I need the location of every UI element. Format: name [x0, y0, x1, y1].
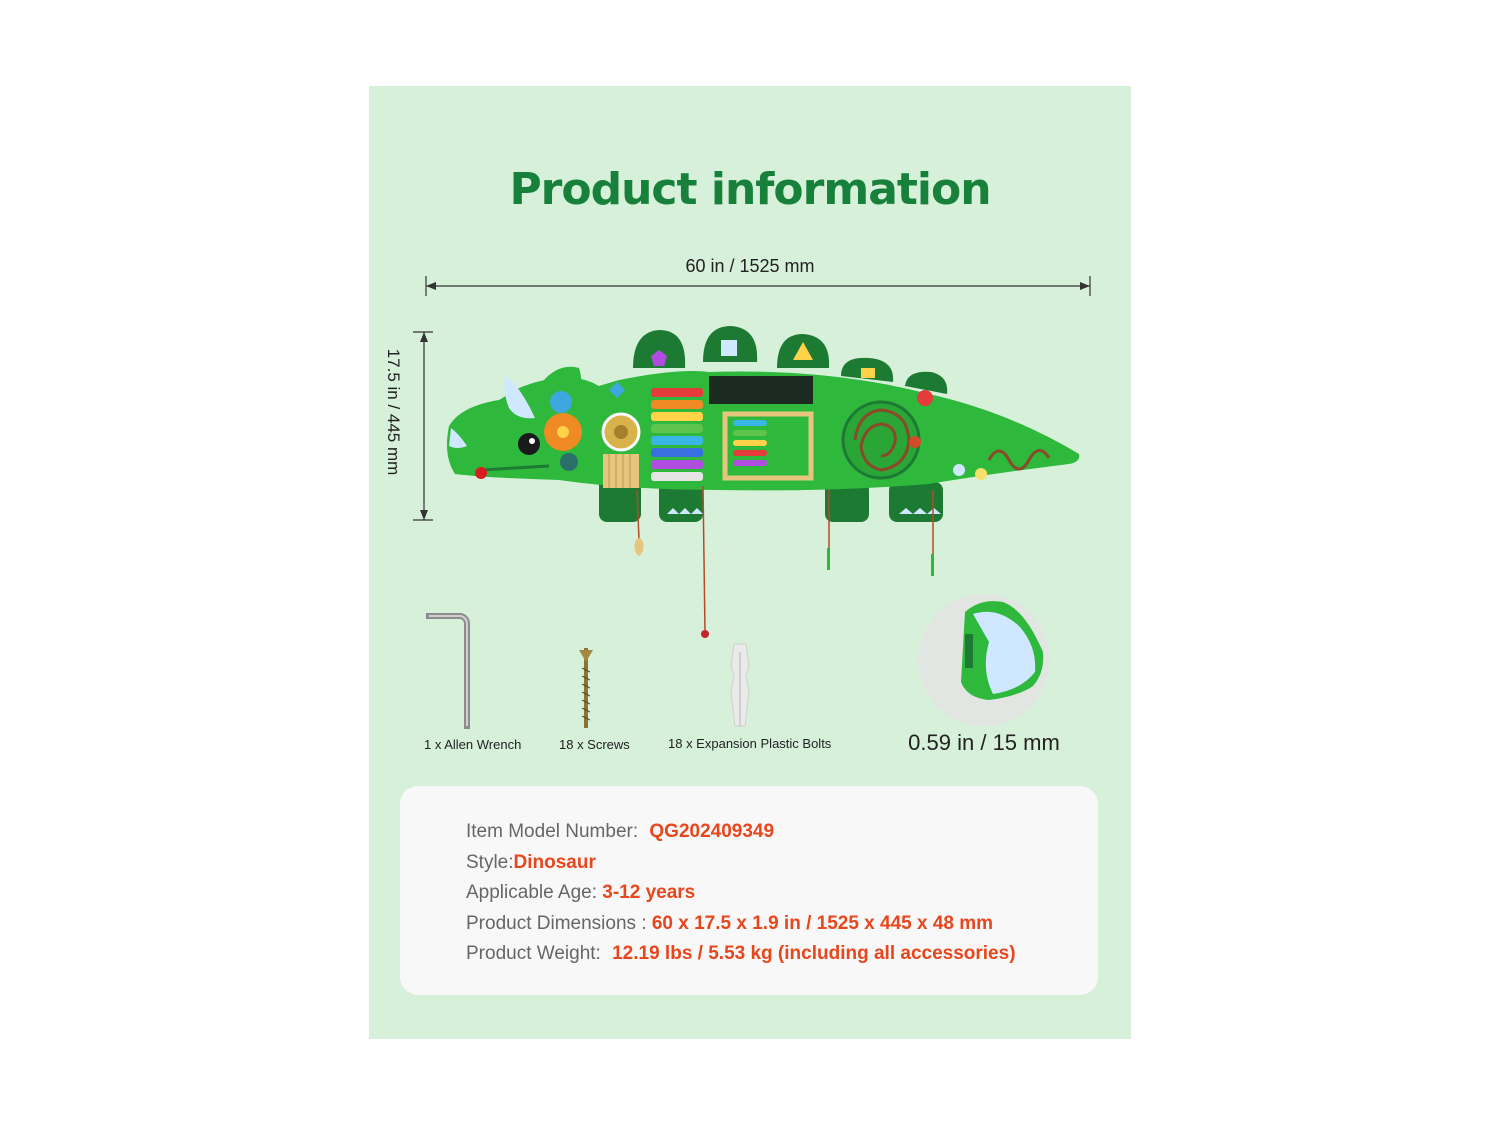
height-label: 17.5 in / 445 mm [384, 348, 403, 476]
spec-row-age: Applicable Age: 3-12 years [466, 882, 695, 904]
spec-row-model: Item Model Number: QG202409349 [466, 821, 774, 843]
spec-weight-value: 12.19 lbs / 5.53 kg (including all acces… [612, 943, 1016, 964]
spec-dimensions-label: Product Dimensions : [466, 913, 647, 934]
allen-wrench-label: 1 x Allen Wrench [424, 737, 522, 752]
product-illustration [413, 276, 1091, 729]
spec-weight-label: Product Weight: [466, 943, 601, 964]
spec-row-dimensions: Product Dimensions : 60 x 17.5 x 1.9 in … [466, 913, 993, 935]
dinosaur-busy-board-icon [447, 326, 1080, 638]
spec-row-style: Style:Dinosaur [466, 852, 596, 874]
allen-wrench-icon [426, 613, 470, 729]
thickness-detail-icon [918, 594, 1050, 726]
spec-dimensions-value: 60 x 17.5 x 1.9 in / 1525 x 445 x 48 mm [651, 913, 994, 934]
width-label: 60 in / 1525 mm [685, 256, 815, 276]
plastic-bolts-label: 18 x Expansion Plastic Bolts [668, 736, 832, 751]
spec-age-label: Applicable Age: [466, 882, 597, 903]
screw-icon [579, 648, 593, 728]
screws-label: 18 x Screws [559, 737, 630, 752]
spec-row-weight: Product Weight: 12.19 lbs / 5.53 kg (inc… [466, 943, 1016, 965]
spec-card: Item Model Number: QG202409349 Style:Din… [400, 786, 1098, 995]
product-info-panel: Product information 60 in / 1525 mm 17.5… [369, 86, 1131, 1039]
plastic-bolt-icon [730, 643, 750, 727]
thickness-label: 0.59 in / 15 mm [908, 730, 1060, 755]
page-title: Product information [509, 164, 991, 215]
height-dimension-arrow [413, 331, 433, 521]
spec-age-value: 3-12 years [602, 882, 696, 903]
width-dimension-arrow [425, 276, 1091, 296]
spec-style-value: Dinosaur [513, 852, 596, 873]
spec-model-label: Item Model Number: [466, 821, 639, 842]
spec-model-value: QG202409349 [649, 821, 775, 842]
spec-style-label: Style: [466, 852, 514, 873]
